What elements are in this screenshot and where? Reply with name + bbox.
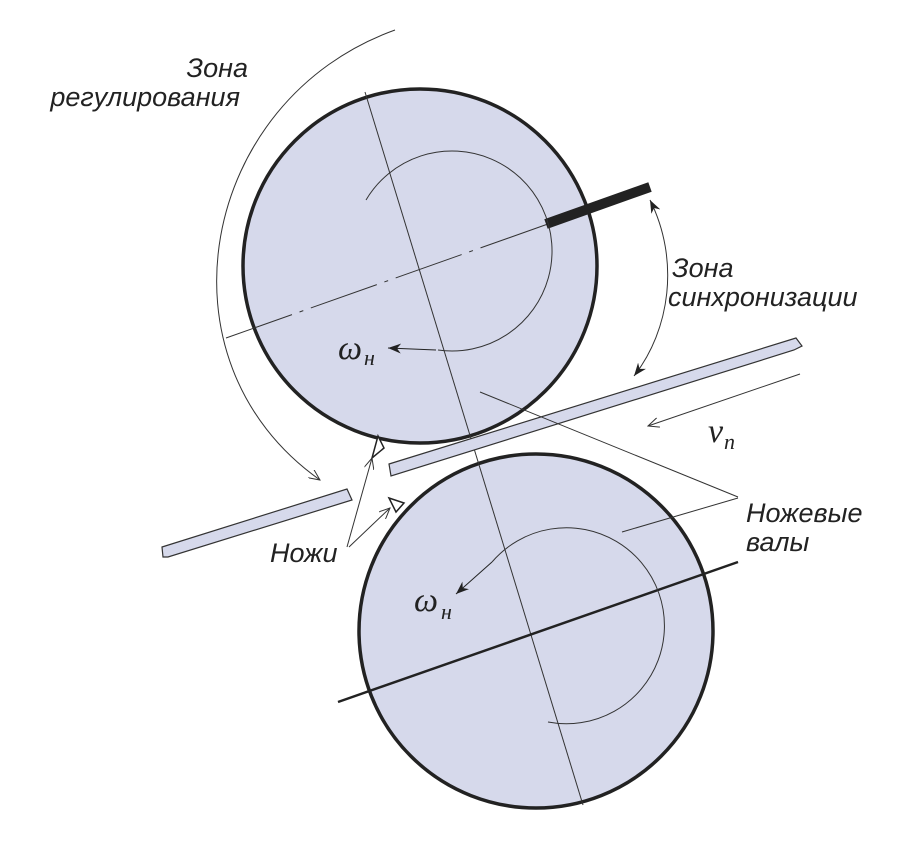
upper-knife-bar [544, 182, 652, 229]
knife-shafts-label-line1: Ножевые [746, 498, 863, 528]
omega-upper-subscript: н [364, 345, 375, 370]
regulation-zone-arrow [216, 29, 396, 480]
sync-zone-label-line1: Зона [672, 253, 733, 283]
upper-rotation-arc [365, 150, 553, 352]
shafts-leader-upper [479, 391, 739, 498]
material-strip-right [388, 337, 803, 477]
knives-label: Ножи [270, 538, 338, 568]
knife-shafts-label-line2: валы [746, 527, 809, 557]
regulation-zone-label-line2: регулирования [49, 82, 240, 112]
lower-knife-tip [387, 496, 406, 514]
lower-shaft-axis [337, 560, 739, 704]
upper-knife-tip [370, 433, 385, 461]
material-strip-left [161, 488, 353, 558]
upper-knife-shaft [241, 87, 599, 445]
lower-knife-shaft [357, 452, 715, 810]
feed-velocity-arrow [648, 373, 801, 426]
omega-lower-subscript: н [441, 599, 452, 624]
knives-leader-lower [348, 508, 390, 548]
lower-rotation-arc [491, 527, 665, 725]
sync-zone-label-line2: синхронизации [668, 282, 858, 312]
shafts-leader-lower [621, 497, 739, 533]
upper-rotation-arrow [387, 343, 437, 354]
omega-lower-symbol: ω [414, 582, 438, 619]
velocity-subscript: п [724, 429, 735, 454]
upper-shaft-axis [225, 223, 549, 339]
lower-rotation-arrow [455, 561, 493, 595]
velocity-symbol: v [708, 413, 724, 450]
knives-leader-upper [346, 458, 372, 548]
omega-upper-symbol: ω [338, 330, 362, 367]
regulation-zone-label-line1: Зона [187, 53, 248, 83]
synchronization-zone-arrow [633, 199, 669, 377]
